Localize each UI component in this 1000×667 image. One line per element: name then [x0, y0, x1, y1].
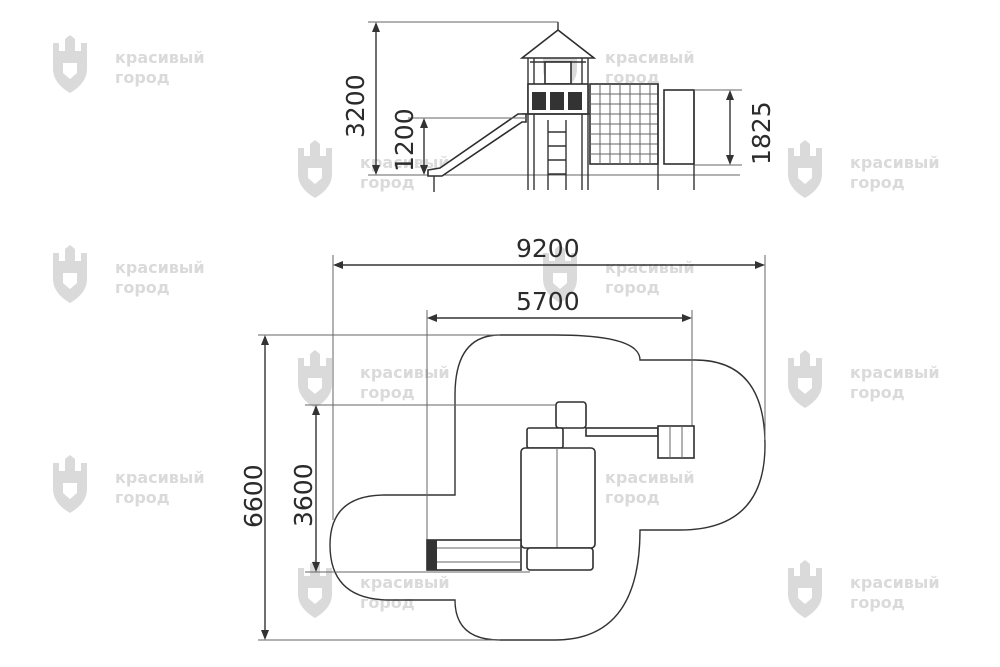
- watermark-line2: город: [360, 593, 415, 612]
- side-frame: [663, 89, 695, 165]
- arrow-head: [420, 165, 428, 175]
- watermark: красивый город: [53, 35, 205, 93]
- tower-roof: [519, 28, 597, 59]
- watermark-logo-icon: [298, 140, 332, 198]
- arrow-head: [682, 314, 692, 322]
- watermark-logo-icon: [788, 350, 822, 408]
- arrow-head: [420, 118, 428, 128]
- arrow-head: [726, 90, 734, 100]
- watermark: красивый город: [788, 560, 940, 618]
- watermark: красивый город: [543, 35, 695, 93]
- plan-view: 9200 5700 6600 3600: [239, 234, 766, 641]
- plan-slide-end: [427, 540, 437, 570]
- watermark: красивый город: [788, 140, 940, 198]
- watermark-logo-icon: [53, 455, 87, 513]
- watermark: красивый город: [298, 140, 450, 198]
- watermark-logo-icon: [53, 245, 87, 303]
- safety-zone-outline: [329, 334, 766, 641]
- tower-window: [544, 61, 572, 85]
- arrow-head: [333, 261, 343, 269]
- dimension-depth-inner: 3600: [289, 463, 318, 527]
- panel-dark-right: [568, 92, 582, 110]
- dimension-depth-total: 6600: [239, 464, 268, 528]
- watermark-line2: город: [605, 68, 660, 87]
- watermark-line2: город: [360, 383, 415, 402]
- watermark-logo-icon: [53, 35, 87, 93]
- watermark-line1: красивый: [115, 48, 205, 67]
- arrow-head: [312, 562, 320, 572]
- arrow-head: [755, 261, 765, 269]
- climbing-net-grid: [590, 84, 658, 164]
- watermark-line1: красивый: [360, 573, 450, 592]
- watermark-line1: красивый: [115, 258, 205, 277]
- arrow-head: [372, 165, 380, 175]
- plan-side-frame: [657, 425, 695, 459]
- watermark-line2: город: [605, 278, 660, 297]
- arrow-head: [372, 22, 380, 32]
- dimension-width-total: 9200: [516, 234, 580, 263]
- arrow-head: [261, 335, 269, 345]
- watermark-line2: город: [605, 488, 660, 507]
- watermark-line2: город: [360, 173, 415, 192]
- front-elevation: 3200 1200 1825: [341, 21, 776, 192]
- plan-tower: [520, 447, 596, 549]
- panel-dark-mid: [550, 92, 564, 110]
- watermark: красивый город: [53, 245, 205, 303]
- plan-roof-cap: [555, 401, 587, 429]
- watermark-logo-icon: [788, 140, 822, 198]
- watermark-line1: красивый: [360, 153, 450, 172]
- watermark-line1: красивый: [850, 573, 940, 592]
- watermark-logo-icon: [788, 560, 822, 618]
- dimension-width-inner: 5700: [516, 287, 580, 316]
- plan-slide: [426, 539, 522, 571]
- arrow-head: [726, 155, 734, 165]
- watermark-line1: красивый: [605, 258, 695, 277]
- watermark: красивый город: [298, 560, 450, 618]
- plan-platform-left: [526, 427, 564, 449]
- watermark-line2: город: [115, 278, 170, 297]
- watermark-logo-icon: [298, 350, 332, 408]
- watermark: красивый город: [53, 455, 205, 513]
- watermark-line1: красивый: [605, 468, 695, 487]
- watermark-line1: красивый: [115, 468, 205, 487]
- watermark: красивый город: [543, 455, 695, 513]
- panel-dark-left: [532, 92, 546, 110]
- watermark-line1: красивый: [850, 363, 940, 382]
- watermark-line2: город: [115, 488, 170, 507]
- dimension-height-net: 1825: [747, 101, 776, 165]
- dimension-height-total: 3200: [341, 74, 370, 138]
- watermark-line2: город: [850, 383, 905, 402]
- watermark-line2: город: [850, 593, 905, 612]
- watermark-line2: город: [115, 68, 170, 87]
- watermark-line1: красивый: [360, 363, 450, 382]
- watermark: красивый город: [543, 245, 695, 303]
- arrow-head: [261, 630, 269, 640]
- watermark-line1: красивый: [850, 153, 940, 172]
- watermark: красивый город: [788, 350, 940, 408]
- plan-tower-base: [526, 547, 594, 571]
- watermark-line1: красивый: [605, 48, 695, 67]
- dimension-height-platform: 1200: [390, 108, 419, 172]
- watermark-layer: красивый город красивый город красивый г…: [53, 35, 940, 618]
- plan-net: [585, 427, 659, 437]
- watermark-line2: город: [850, 173, 905, 192]
- slide: [427, 113, 527, 177]
- arrow-head: [427, 314, 437, 322]
- arrow-head: [312, 405, 320, 415]
